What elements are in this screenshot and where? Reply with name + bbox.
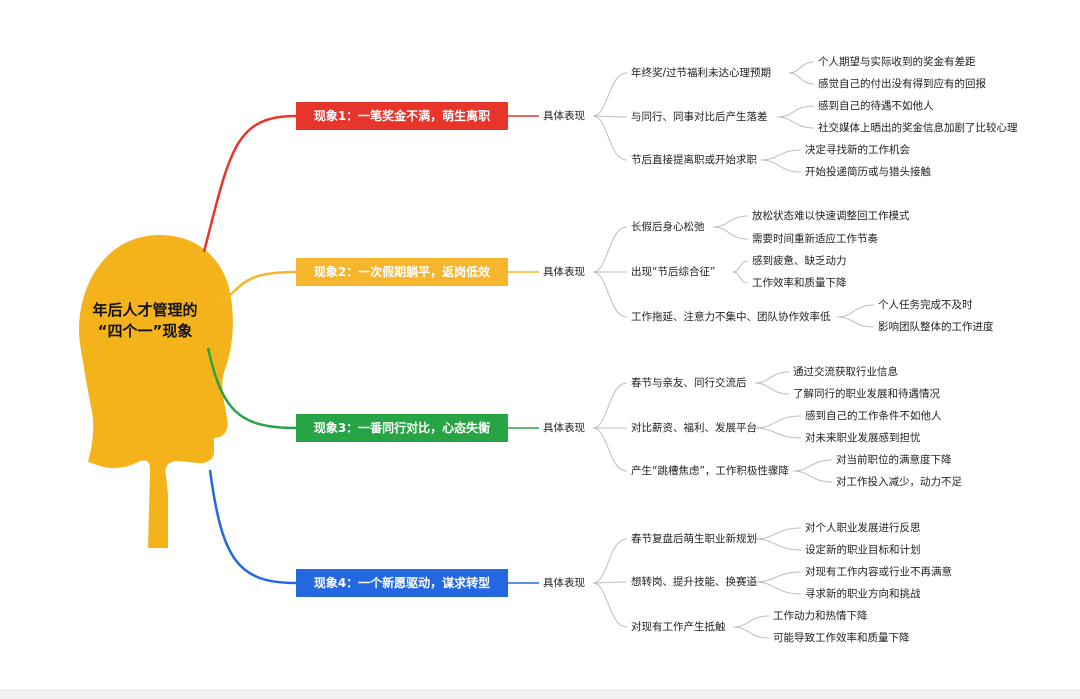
connector-line xyxy=(760,159,802,173)
branch-4-item-3: 对现有工作产生抵触 xyxy=(631,621,726,633)
branch-3-item-1-detail-2: 了解同行的职业发展和待遇情况 xyxy=(793,388,940,400)
branch-3-item-2: 对比薪资、福利、发展平台 xyxy=(631,422,757,434)
phenomenon-1-box: 现象1：一笔奖金不满，萌生离职 xyxy=(296,102,508,130)
connector-line xyxy=(206,347,297,430)
connector-line xyxy=(836,316,875,328)
connector-line xyxy=(732,271,749,284)
connector-line xyxy=(754,427,802,439)
phenomenon-2-box: 现象2：一次假期躺平，返岗低效 xyxy=(296,258,508,286)
central-topic: 年后人才管理的 “四个一”现象 xyxy=(70,300,220,342)
branch-4-item-1-detail-1: 对个人职业发展进行反思 xyxy=(805,522,921,534)
branch-2-item-2-detail-1: 感到疲惫、缺乏动力 xyxy=(752,255,847,267)
branch-1-item-3: 节后直接提离职或开始求职 xyxy=(631,154,757,166)
connector-line xyxy=(592,582,628,628)
connector-line xyxy=(217,270,297,307)
branch-1-item-1-detail-2: 感觉自己的付出没有得到应有的回报 xyxy=(818,78,986,90)
branch-1-item-3-detail-1: 决定寻找新的工作机会 xyxy=(805,144,910,156)
connector-line xyxy=(754,581,802,595)
connector-line xyxy=(592,115,628,118)
branch-2-item-2: 出现“节后综合征” xyxy=(631,266,716,278)
connector-line xyxy=(788,61,815,74)
connector-line xyxy=(592,271,628,318)
branch-4-item-2-detail-1: 对现有工作内容或行业不再满意 xyxy=(805,566,952,578)
connector-line xyxy=(592,72,628,117)
connector-line xyxy=(754,415,802,429)
branch-3-item-3-detail-1: 对当前职位的满意度下降 xyxy=(836,454,952,466)
branch-2-item-3-detail-1: 个人任务完成不及时 xyxy=(878,299,973,311)
head-silhouette xyxy=(79,235,233,548)
connector-line xyxy=(732,615,770,628)
connector-line xyxy=(754,538,802,551)
branch-1-item-2-detail-1: 感到自己的待遇不如他人 xyxy=(818,100,934,112)
branch-3-item-1-detail-1: 通过交流获取行业信息 xyxy=(793,366,898,378)
branch-4-item-2: 想转岗、提升技能、换赛道 xyxy=(631,576,757,588)
connector-line xyxy=(732,260,749,273)
connector-line xyxy=(836,304,875,318)
connector-line xyxy=(792,459,833,472)
branch-3-item-1: 春节与亲友、同行交流后 xyxy=(631,377,747,389)
central-topic-line1: 年后人才管理的 xyxy=(92,301,198,319)
branch-1-item-1-detail-1: 个人期望与实际收到的奖金有差距 xyxy=(818,56,976,68)
connector-line xyxy=(776,116,815,129)
phenomenon-3-label: 具体表现 xyxy=(543,422,585,434)
phenomenon-2-label: 具体表现 xyxy=(543,266,585,278)
connector-line xyxy=(754,382,790,395)
connector-line xyxy=(760,149,802,161)
connector-line xyxy=(776,105,815,118)
central-topic-line2: “四个一”现象 xyxy=(97,322,193,340)
phenomenon-4-label: 具体表现 xyxy=(543,577,585,589)
connector-line xyxy=(592,581,628,584)
branch-3-item-2-detail-1: 感到自己的工作条件不如他人 xyxy=(805,410,942,422)
branch-3-item-2-detail-2: 对未来职业发展感到担忧 xyxy=(805,432,921,444)
connector-line xyxy=(788,72,815,85)
branch-1-item-1: 年终奖/过节福利未达心理预期 xyxy=(631,67,772,79)
connector-line xyxy=(592,427,628,472)
connector-line xyxy=(712,226,749,240)
branch-4-item-1-detail-2: 设定新的职业目标和计划 xyxy=(805,544,921,556)
branch-4-item-2-detail-2: 寻求新的职业方向和挑战 xyxy=(805,588,921,600)
branch-2-item-1-detail-1: 放松状态难以快速调整回工作模式 xyxy=(752,210,910,222)
connector-line xyxy=(712,215,749,228)
branch-2-item-2-detail-2: 工作效率和质量下降 xyxy=(752,277,847,289)
branch-3-item-3-detail-2: 对工作投入减少，动力不足 xyxy=(836,476,962,488)
branch-2-item-3-detail-2: 影响团队整体的工作进度 xyxy=(878,321,994,333)
connector-line xyxy=(592,538,628,584)
branch-2-item-1: 长假后身心松弛 xyxy=(631,221,705,233)
phenomenon-3-box: 现象3：一番同行对比，心态失衡 xyxy=(296,414,508,442)
branch-1-item-2: 与同行、同事对比后产生落差 xyxy=(631,111,768,123)
connector-line xyxy=(592,382,628,429)
branch-1-item-2-detail-2: 社交媒体上晒出的奖金信息加剧了比较心理 xyxy=(818,122,1018,134)
phenomenon-1-label: 具体表现 xyxy=(543,110,585,122)
branch-3-item-3: 产生“跳槽焦虑”，工作积极性骤降 xyxy=(631,465,789,477)
branch-2-item-3: 工作拖延、注意力不集中、团队协作效率低 xyxy=(631,311,831,323)
connector-line xyxy=(732,626,770,639)
branch-4-item-3-detail-1: 工作动力和热情下降 xyxy=(773,610,868,622)
connector-line xyxy=(792,470,833,483)
branch-4-item-3-detail-2: 可能导致工作效率和质量下降 xyxy=(773,632,910,644)
connector-line xyxy=(592,226,628,273)
connector-line xyxy=(754,527,802,540)
connector-line xyxy=(202,114,297,253)
branch-4-item-1: 春节复盘后萌生职业新规划 xyxy=(631,533,757,545)
connector-line xyxy=(754,371,790,384)
phenomenon-4-box: 现象4：一个新愿驱动，谋求转型 xyxy=(296,569,508,597)
connector-line xyxy=(592,115,628,161)
connector-line xyxy=(754,571,802,583)
branch-1-item-3-detail-2: 开始投递简历或与猎头接触 xyxy=(805,166,931,178)
branch-2-item-1-detail-2: 需要时间重新适应工作节奏 xyxy=(752,233,878,245)
connector-line xyxy=(208,469,297,585)
bottom-band xyxy=(0,689,1080,699)
